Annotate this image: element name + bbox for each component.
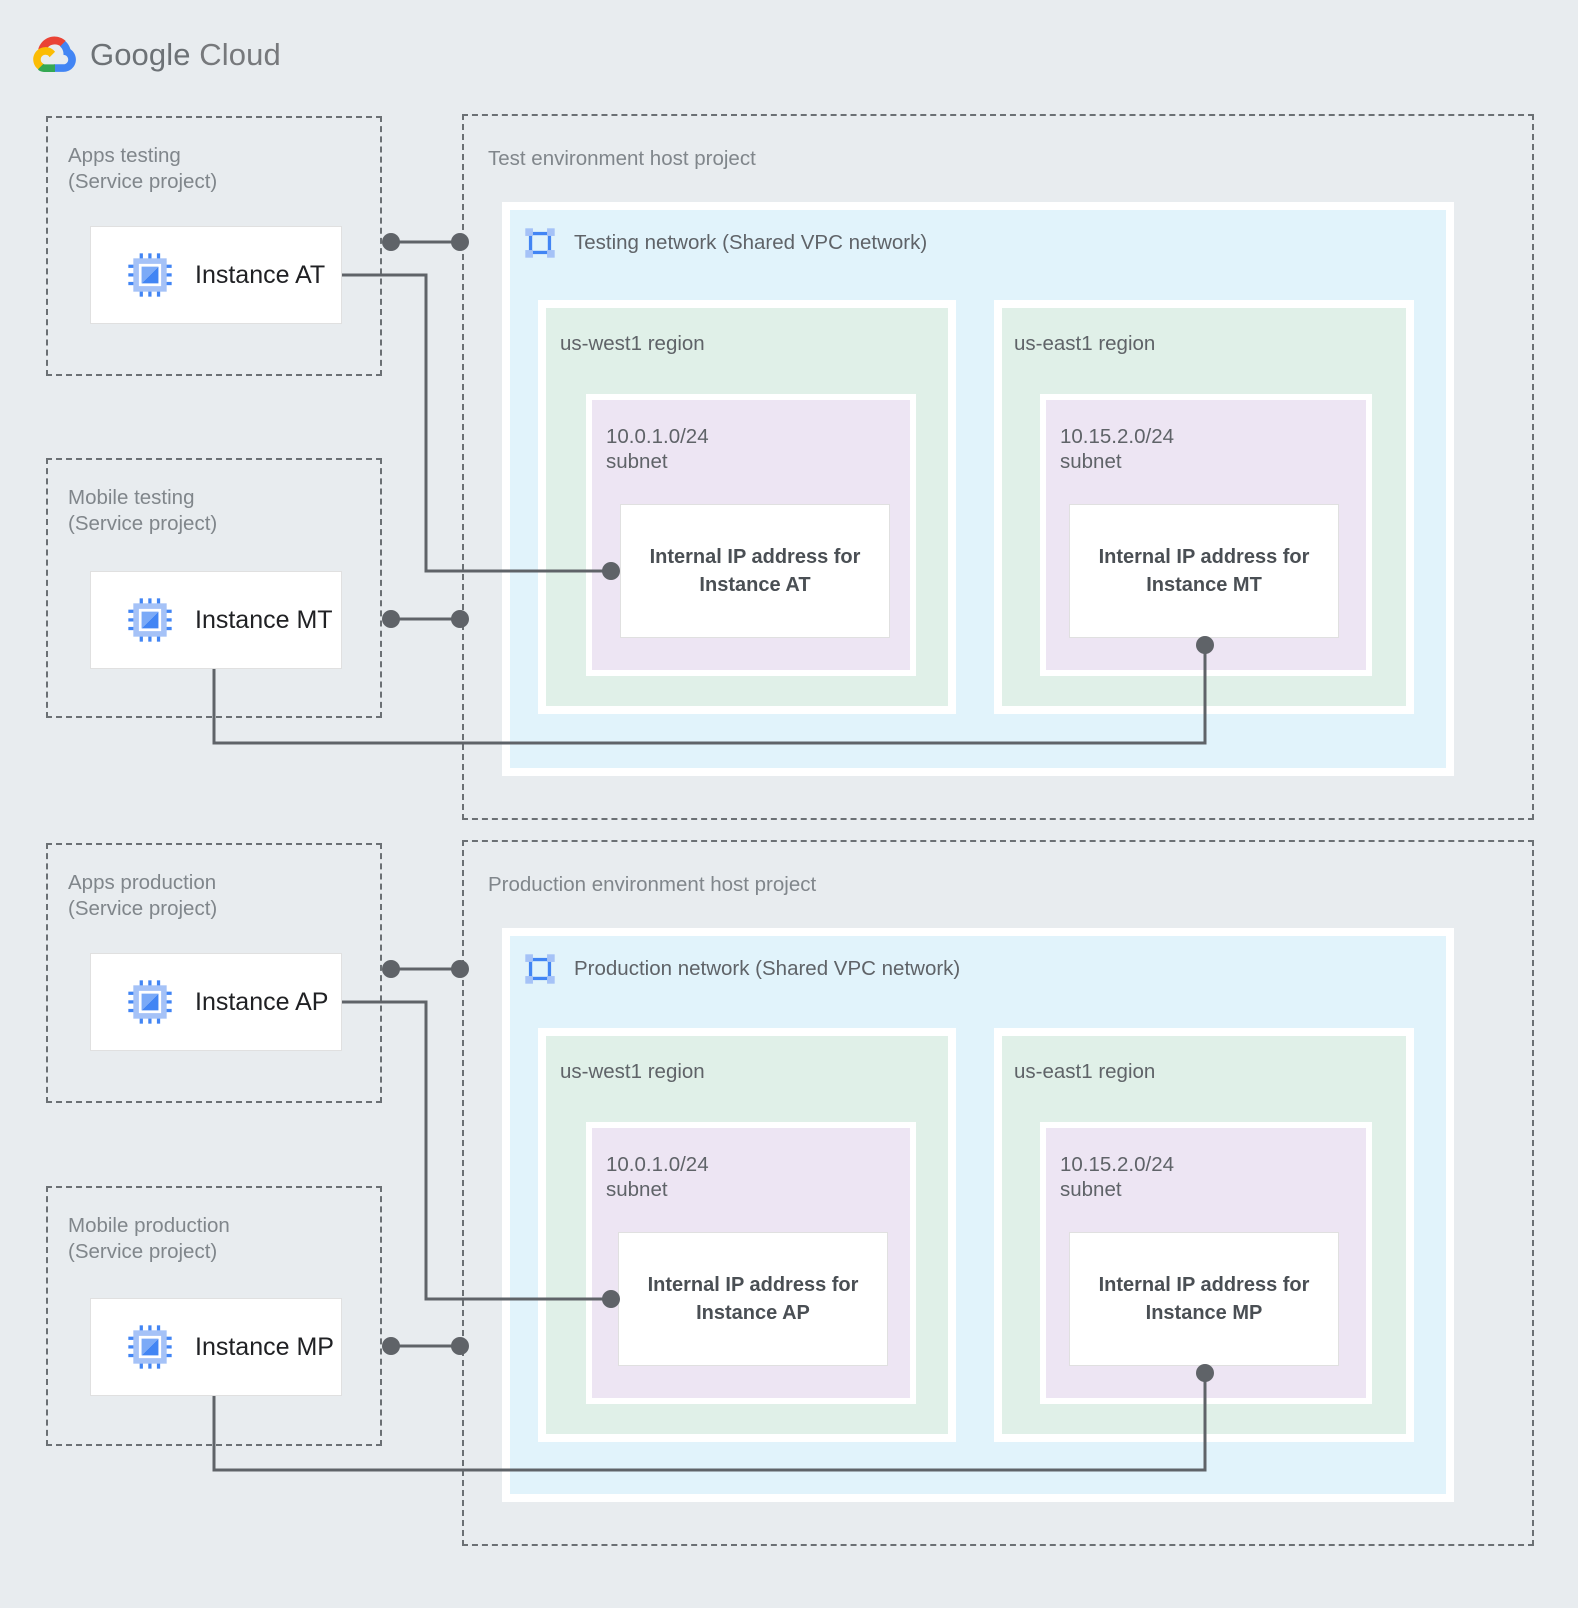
connector-ap-boundary — [382, 960, 469, 978]
brand-name-light: Cloud — [190, 37, 281, 72]
region-label: us-east1 region — [1014, 332, 1156, 355]
host-project-title: Production environment host project — [488, 873, 817, 896]
service-project-apps-testing: Apps testing (Service project) — [46, 116, 382, 376]
google-cloud-logo: Google Cloud — [32, 33, 281, 77]
internal-ip-card-mt: Internal IP address for Instance MT — [1069, 504, 1339, 638]
instance-card-ap[interactable]: Instance AP — [90, 953, 342, 1051]
service-project-title: Apps testing (Service project) — [68, 144, 218, 193]
network-label: Testing network (Shared VPC network) — [574, 231, 928, 254]
service-project-title: Mobile production (Service project) — [68, 1214, 230, 1263]
network-header-testing: Testing network (Shared VPC network) — [522, 225, 927, 261]
host-project-title: Test environment host project — [488, 147, 756, 170]
internal-ip-card-ap: Internal IP address for Instance AP — [618, 1232, 888, 1366]
internal-ip-card-at: Internal IP address for Instance AT — [620, 504, 890, 638]
instance-name: Instance MP — [195, 1332, 334, 1361]
subnet-label: 10.0.1.0/24 subnet — [606, 425, 709, 473]
instance-card-at[interactable]: Instance AT — [90, 226, 342, 324]
network-label: Production network (Shared VPC network) — [574, 957, 961, 980]
brand-name-bold: Google — [90, 37, 191, 72]
service-project-title: Mobile testing (Service project) — [68, 486, 218, 535]
instance-name: Instance AT — [195, 260, 326, 289]
google-cloud-logo-icon — [33, 36, 76, 73]
connector-mp-boundary — [382, 1337, 469, 1355]
subnet-label: 10.0.1.0/24 subnet — [606, 1153, 709, 1201]
brand-wordmark: Google Cloud — [90, 37, 281, 73]
region-label: us-east1 region — [1014, 1060, 1156, 1083]
network-header-production: Production network (Shared VPC network) — [522, 951, 960, 987]
vpc-network-icon — [525, 954, 555, 984]
connector-at-boundary — [382, 233, 469, 251]
instance-name: Instance MT — [195, 605, 333, 634]
connector-mt-boundary — [382, 610, 469, 628]
instance-card-mp[interactable]: Instance MP — [90, 1298, 342, 1396]
region-label: us-west1 region — [560, 332, 705, 355]
internal-ip-card-mp: Internal IP address for Instance MP — [1069, 1232, 1339, 1366]
vm-instance-icon — [128, 1325, 172, 1369]
region-label: us-west1 region — [560, 1060, 705, 1083]
instance-card-mt[interactable]: Instance MT — [90, 571, 342, 669]
service-project-title: Apps production (Service project) — [68, 871, 218, 920]
subnet-label: 10.15.2.0/24 subnet — [1060, 425, 1174, 473]
vm-instance-icon — [128, 253, 172, 297]
vm-instance-icon — [128, 980, 172, 1024]
instance-name: Instance AP — [195, 987, 329, 1016]
vpc-network-icon — [525, 228, 555, 258]
subnet-label: 10.15.2.0/24 subnet — [1060, 1153, 1174, 1201]
service-project-apps-production: Apps production (Service project) — [46, 843, 382, 1103]
vm-instance-icon — [128, 598, 172, 642]
